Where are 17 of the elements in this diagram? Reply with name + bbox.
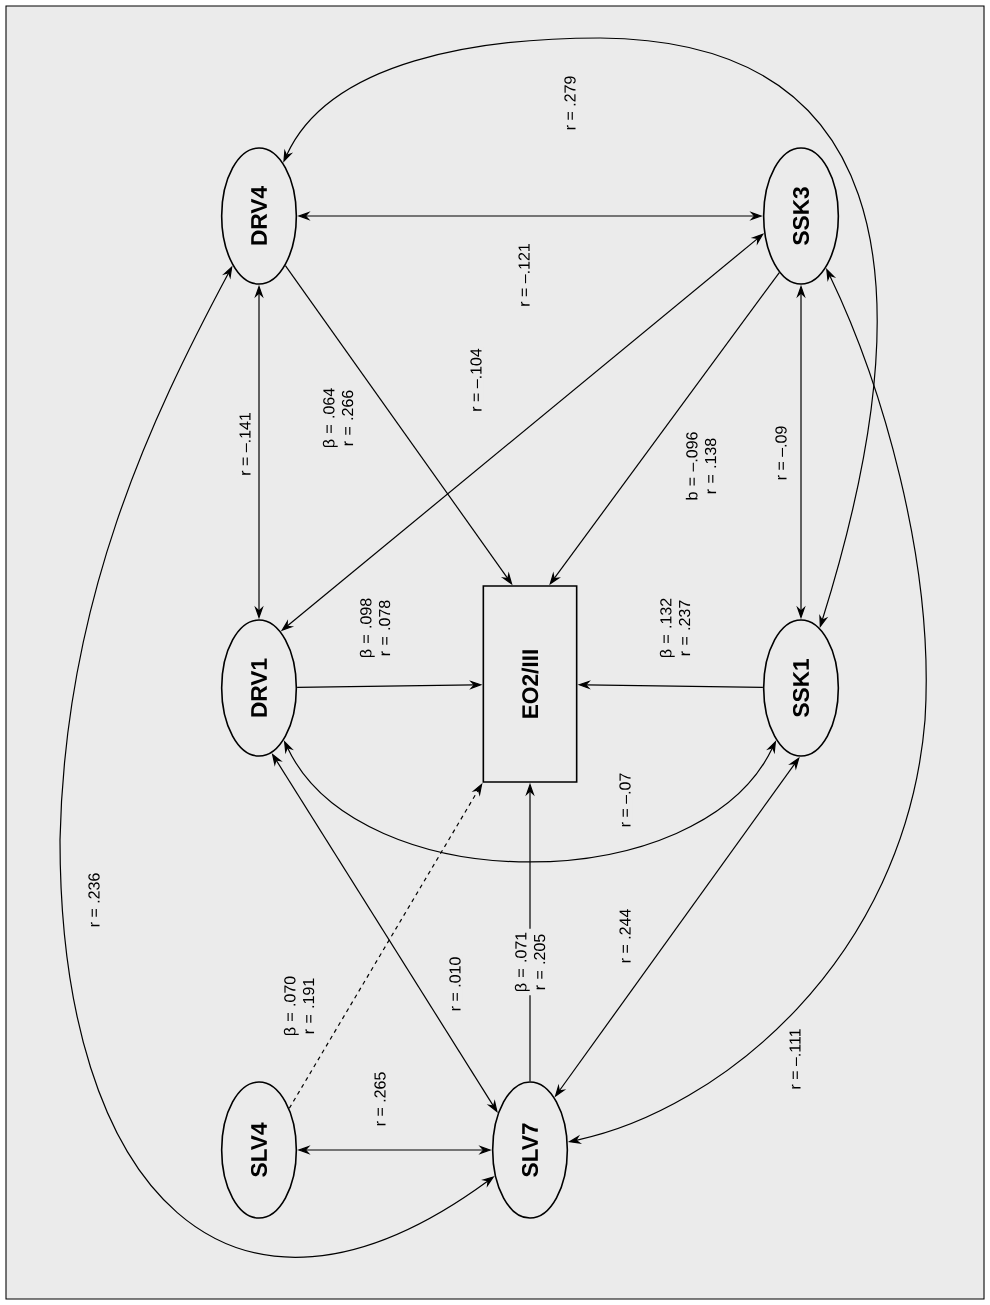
edge-label: r = .265	[372, 1069, 388, 1129]
edge-label: r = –.09	[773, 423, 789, 483]
edge-label: r = –.121	[516, 241, 532, 309]
edge-label: β = .064 r = .266	[320, 384, 356, 452]
variable-box: EO2/III	[482, 585, 578, 783]
edge-label: b = –.096 r = .138	[683, 428, 719, 504]
edge-label: β = .098 r = .078	[357, 594, 393, 662]
edge-label: r = –.07	[617, 770, 633, 830]
edge-label: β = .071 r = .205	[512, 928, 548, 996]
edge-label: r = –.141	[237, 410, 253, 478]
edge-label: r = .236	[86, 870, 102, 930]
edge-label: r = –.104	[468, 346, 484, 414]
edge-label: β = .132 r = .237	[657, 594, 693, 662]
edge-label: r = .279	[562, 73, 578, 133]
edge-label: r = .010	[447, 954, 463, 1014]
edge-label: β = .070 r = .191	[281, 972, 317, 1040]
edge-label: r = .244	[617, 906, 633, 966]
